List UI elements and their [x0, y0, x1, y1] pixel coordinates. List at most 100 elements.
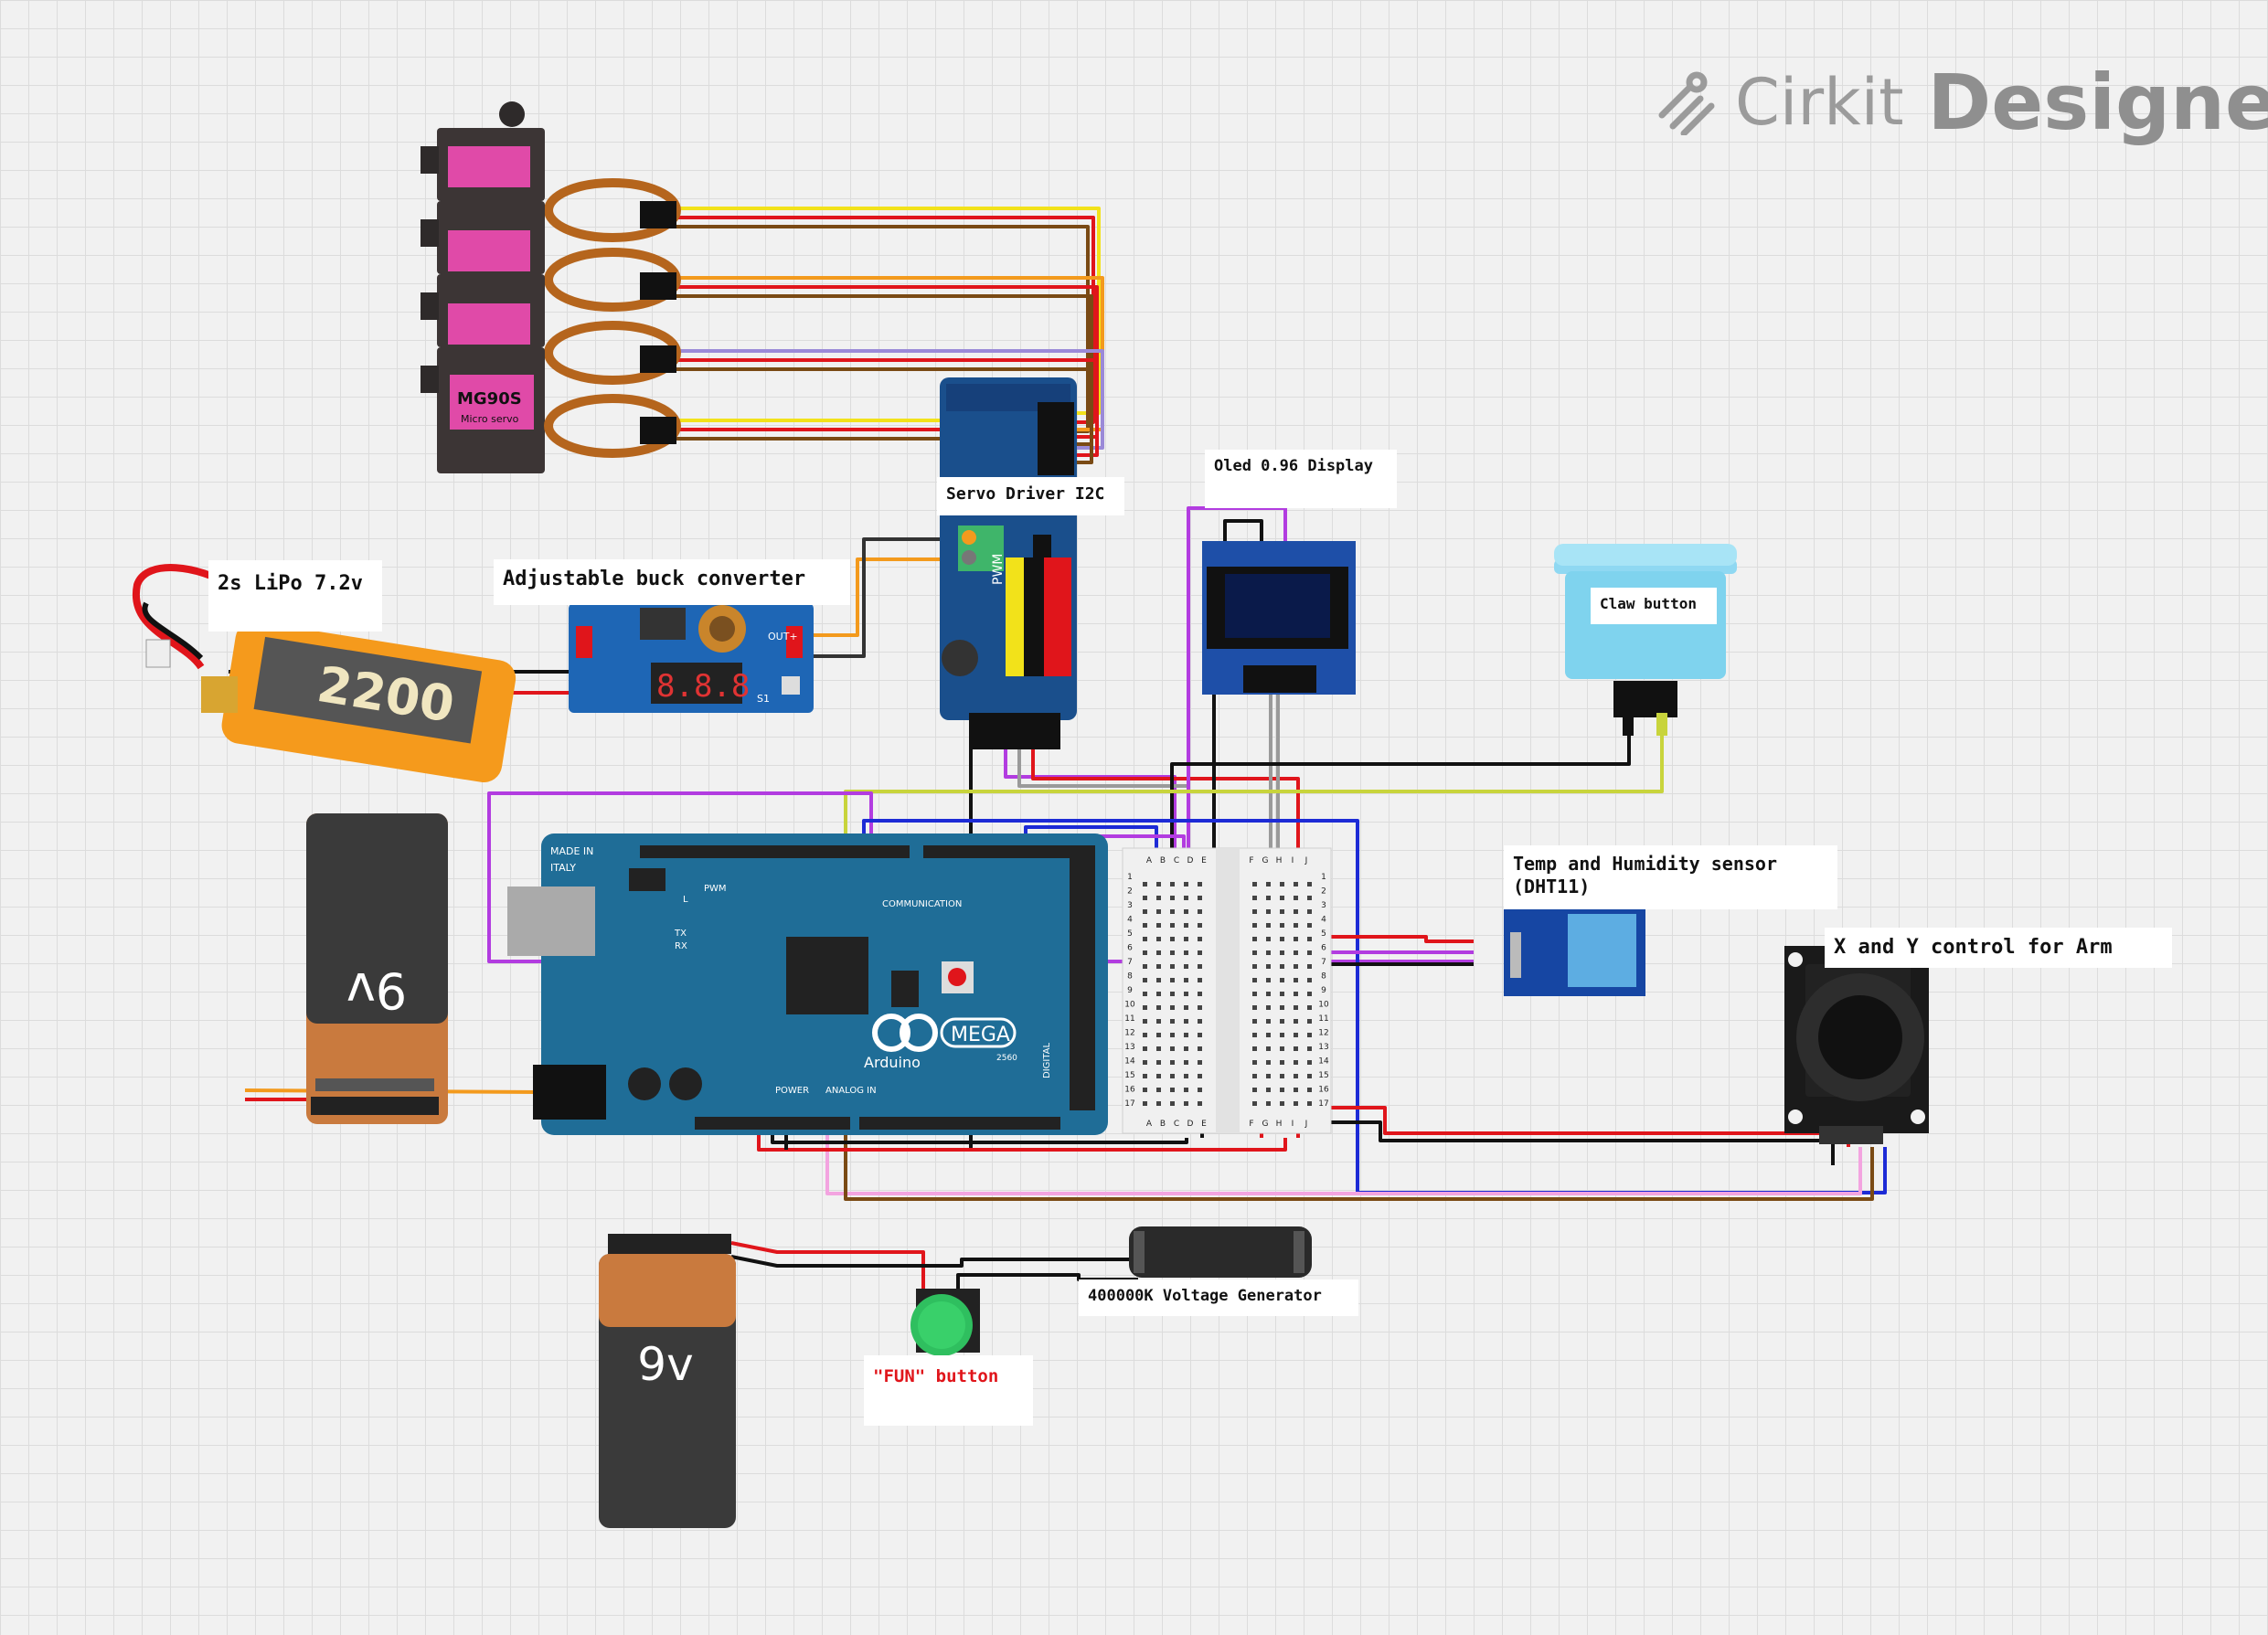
fun-button[interactable]	[910, 1289, 980, 1356]
breadboard-row-label: 11	[1318, 1014, 1328, 1024]
battery-9v-bottom[interactable]: 9v	[599, 1234, 736, 1528]
oled-display[interactable]	[1202, 541, 1356, 695]
breadboard-row-label: 6	[1321, 944, 1326, 953]
breadboard-row-label: 8	[1127, 972, 1133, 982]
breadboard-row-label: 2	[1127, 887, 1133, 897]
breadboard-col-label: E	[1201, 856, 1207, 865]
servo-model-text: MG90S	[457, 389, 522, 409]
breadboard-col-label: E	[1201, 1120, 1207, 1129]
breadboard-row-label: 8	[1321, 972, 1326, 982]
arduino-comm-text: COMMUNICATION	[882, 899, 962, 909]
buck-display-text: 8.8.8	[656, 668, 750, 705]
wire-buck-out-positive[interactable]	[797, 557, 955, 637]
wire-joystick-gnd[interactable]	[1315, 1120, 1835, 1165]
breadboard-col-label: G	[1262, 1120, 1269, 1129]
arduino-mega[interactable]: MEGA Arduino 2560 MADE IN ITALY COMMUNIC…	[507, 833, 1108, 1135]
arduino-l-text: L	[683, 895, 688, 905]
wire-9v-bottom-negative[interactable]	[730, 1255, 1138, 1268]
servo-1[interactable]	[421, 101, 681, 242]
breadboard-col-label: J	[1304, 1120, 1308, 1129]
breadboard-col-label: F	[1249, 1120, 1253, 1129]
joystick-module[interactable]	[1784, 946, 1929, 1144]
arduino-tx-text: TX	[674, 929, 687, 939]
wire-claw-signal[interactable]	[844, 733, 1664, 850]
servo-3[interactable]	[421, 274, 681, 385]
breadboard-row-label: 13	[1124, 1043, 1134, 1052]
breadboard-row-label: 5	[1127, 929, 1133, 939]
breadboard-row-label: 14	[1318, 1057, 1329, 1067]
wire-buck-out-negative[interactable]	[797, 537, 955, 658]
label-claw: Claw button	[1591, 588, 1717, 624]
wire-oled-vcc-purple[interactable]	[1187, 506, 1287, 864]
breadboard-row-label: 11	[1124, 1014, 1134, 1024]
arduino-italy-text: ITALY	[550, 862, 576, 874]
label-dht: Temp and Humidity sensor (DHT11)	[1504, 845, 1837, 909]
breadboard-row-label: 5	[1321, 929, 1326, 939]
cirkit-designer-logo: Cirkit Designer	[1656, 57, 2268, 148]
buck-s1-text: S1	[757, 693, 770, 705]
breadboard-col-label: D	[1187, 856, 1194, 865]
breadboard-row-label: 17	[1318, 1099, 1328, 1109]
label-buck: Adjustable buck converter	[494, 559, 850, 605]
servo-2[interactable]	[421, 201, 681, 312]
servo-4[interactable]: MG90S Micro servo	[421, 347, 681, 473]
breadboard-col-label: I	[1292, 1120, 1294, 1129]
breadboard-row-label: 12	[1124, 1029, 1134, 1038]
wires	[229, 207, 1887, 1296]
breadboard-row-label: 3	[1321, 901, 1326, 910]
label-servo-driver: Servo Driver I2C	[937, 477, 1124, 515]
label-fun-button: "FUN" button	[864, 1355, 1033, 1426]
wire-9v-bottom-positive[interactable]	[730, 1241, 925, 1296]
battery-9v-top[interactable]: 9v	[306, 813, 448, 1124]
breadboard-col-label: A	[1146, 1120, 1153, 1129]
arduino-pwm-text: PWM	[704, 884, 727, 894]
wire-claw-gnd[interactable]	[1170, 733, 1631, 864]
label-joystick: X and Y control for Arm	[1825, 928, 2172, 968]
breadboard-row-label: 1	[1127, 873, 1133, 882]
breadboard-row-label: 15	[1124, 1071, 1134, 1080]
breadboard-row-label: 9	[1321, 986, 1326, 995]
breadboard-row-label: 16	[1124, 1086, 1135, 1095]
breadboard-col-label: I	[1292, 856, 1294, 865]
breadboard-row-label: 6	[1127, 944, 1133, 953]
cirkit-logo-icon	[1658, 71, 1715, 135]
breadboard-col-label: B	[1160, 856, 1166, 865]
breadboard-row-label: 12	[1318, 1029, 1328, 1038]
wire-oled-gnd[interactable]	[1223, 519, 1263, 548]
breadboard-col-label: F	[1249, 856, 1253, 865]
breadboard-col-label: C	[1174, 1120, 1179, 1129]
voltage-generator[interactable]	[1129, 1226, 1312, 1278]
breadboard-row-label: 4	[1321, 916, 1326, 925]
breadboard-row-label: 16	[1318, 1086, 1329, 1095]
claw-button[interactable]	[1554, 544, 1737, 736]
breadboard-row-label: 3	[1127, 901, 1133, 910]
breadboard-row-label: 10	[1318, 1001, 1329, 1010]
breadboard-row-label: 2	[1321, 887, 1326, 897]
wire-joystick-vry[interactable]	[844, 1117, 1874, 1201]
buck-converter-board[interactable]: 8.8.8 S1 OUT+	[569, 603, 814, 713]
breadboard-row-label: 13	[1318, 1043, 1328, 1052]
buck-out-text: OUT+	[768, 631, 798, 642]
pca-pwm-text: PWM	[991, 554, 1006, 585]
dht11-sensor[interactable]	[1504, 909, 1645, 996]
arduino-analog-text: ANALOG IN	[825, 1086, 877, 1096]
brand-right: Designer	[1927, 58, 2268, 147]
breadboard-row-label: 9	[1127, 986, 1133, 995]
brand-left: Cirkit	[1735, 65, 1904, 140]
arduino-model-text: MEGA	[951, 1024, 1010, 1046]
breadboard-row-label: 10	[1124, 1001, 1135, 1010]
breadboard-col-label: H	[1276, 856, 1283, 865]
arduino-num-text: 2560	[996, 1054, 1017, 1063]
battery-bottom-label: 9v	[637, 1338, 693, 1391]
wire-joystick-vrx[interactable]	[825, 1117, 1862, 1195]
lipo-battery[interactable]: 2200	[132, 564, 518, 785]
label-voltage-generator: 400000K Voltage Generator	[1079, 1279, 1358, 1316]
breadboard-col-label: B	[1160, 1120, 1166, 1129]
breadboard-col-label: D	[1187, 1120, 1194, 1129]
arduino-rx-text: RX	[675, 941, 687, 951]
servo-driver-board[interactable]: PWM	[940, 377, 1077, 749]
wire-blue-top[interactable]	[862, 819, 1887, 1194]
